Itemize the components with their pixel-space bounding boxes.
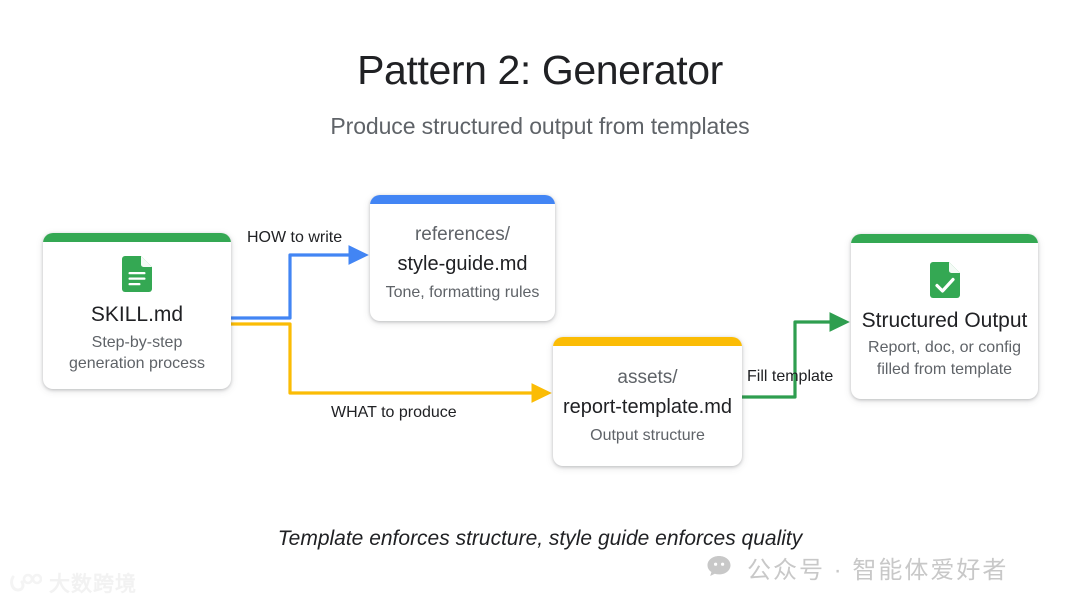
card-folder-path: references/: [414, 223, 511, 245]
edge-what-to-produce: [231, 322, 552, 403]
card-subtitle: Output structure: [590, 427, 705, 445]
card-accent-bar: [851, 234, 1038, 243]
edge-how-to-write: [231, 245, 369, 320]
card-body: SKILL.md Step-by-step generation process: [43, 242, 231, 389]
edge-label-fill-template: Fill template: [747, 368, 834, 385]
edge-label-what-to-produce: WHAT to produce: [331, 404, 457, 421]
wechat-bubble-icon: [707, 555, 731, 576]
card-subtitle-line2: filled from template: [876, 360, 1013, 378]
card-body: Structured Output Report, doc, or config…: [851, 243, 1038, 399]
card-subtitle: Report, doc, or config filled from templ…: [868, 337, 1021, 380]
brand-logo-icon: [10, 573, 42, 592]
card-subtitle-line2: generation process: [68, 355, 206, 373]
card-references-style-guide[interactable]: references/ style-guide.md Tone, formatt…: [370, 195, 555, 321]
footer-caption: Template enforces structure, style guide…: [277, 527, 803, 550]
card-body: assets/ report-template.md Output struct…: [553, 346, 742, 466]
card-accent-bar: [370, 195, 555, 204]
page-subtitle: Produce structured output from templates: [330, 113, 750, 139]
edge-label-how-to-write: HOW to write: [247, 229, 343, 246]
card-structured-output[interactable]: Structured Output Report, doc, or config…: [851, 234, 1038, 399]
page-title: Pattern 2: Generator: [357, 47, 723, 93]
card-subtitle: Tone, formatting rules: [385, 283, 540, 301]
card-title: SKILL.md: [90, 303, 184, 327]
watermark-left-text: 大数跨境: [49, 573, 137, 596]
card-body: references/ style-guide.md Tone, formatt…: [370, 204, 555, 321]
document-check-icon: [929, 261, 960, 298]
card-file-name: style-guide.md: [397, 252, 528, 275]
watermark-right-text: 公众号 · 智能体爱好者: [747, 557, 1009, 584]
document-lines-icon: [122, 256, 152, 293]
card-file-name: report-template.md: [563, 396, 732, 419]
card-subtitle-line1: Step-by-step: [91, 333, 183, 351]
card-title: Structured Output: [861, 308, 1028, 332]
edge-fill-template: [742, 312, 850, 399]
card-folder-path: assets/: [617, 367, 678, 389]
card-subtitle-line1: Report, doc, or config: [868, 339, 1021, 357]
watermark-right: 公众号 · 智能体爱好者: [707, 550, 1008, 585]
card-accent-bar: [43, 233, 231, 242]
card-assets-report-template[interactable]: assets/ report-template.md Output struct…: [553, 337, 742, 466]
card-subtitle: Step-by-step generation process: [69, 332, 205, 375]
watermark-left: 大数跨境: [10, 568, 137, 598]
card-accent-bar: [553, 337, 742, 346]
card-skill-md[interactable]: SKILL.md Step-by-step generation process: [43, 233, 231, 389]
